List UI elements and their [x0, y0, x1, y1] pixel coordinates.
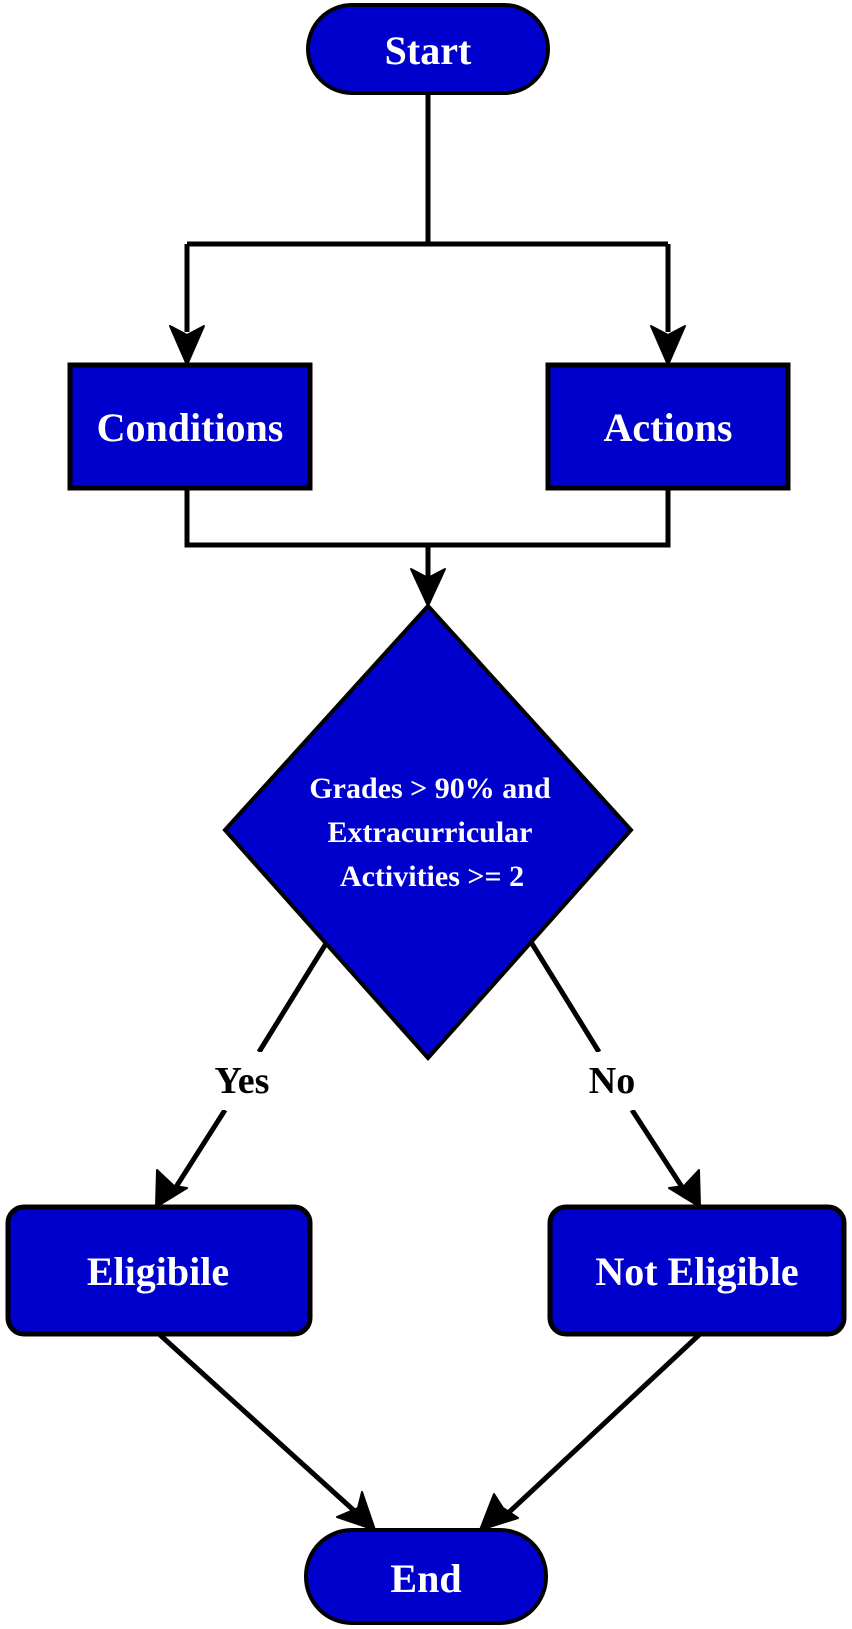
edge-not-eligible-to-end: [503, 1332, 702, 1518]
conditions-process-shape: [67, 362, 313, 491]
arrowhead-to-eligible: [155, 1169, 188, 1208]
decision-line-3: Activities >= 2: [340, 860, 524, 893]
yes-label-bg: [203, 1052, 277, 1110]
edge-no-label-to-not-eligible: [629, 1108, 685, 1189]
arrowheads: [155, 325, 701, 1531]
end-label: End: [390, 1556, 461, 1601]
conditions-label: Conditions: [97, 405, 284, 450]
edge-yes-label-to-eligible: [173, 1108, 228, 1189]
actions-process-shape: [545, 362, 791, 491]
arrowhead-to-end-right: [479, 1493, 519, 1531]
end-terminal-shape: [304, 1528, 548, 1625]
actions-label: Actions: [604, 405, 733, 450]
edge-labels: Yes No: [203, 1052, 642, 1110]
start-label: Start: [385, 28, 472, 73]
eligible-label: Eligibile: [87, 1249, 229, 1294]
decision-diamond-shape: [222, 603, 634, 1062]
edge-decision-to-no-label: [528, 940, 602, 1054]
start-terminal-shape: [306, 3, 550, 95]
yes-label: Yes: [215, 1060, 270, 1102]
no-label-bg: [580, 1052, 642, 1110]
eligible-process-shape: [5, 1204, 313, 1337]
node-eligible[interactable]: Eligibile: [5, 1204, 313, 1337]
edge-conditions-down: [184, 488, 671, 548]
edge-decision-to-yes-label: [256, 940, 330, 1054]
arrowhead-to-not-eligible: [668, 1169, 701, 1208]
arrowhead-to-decision: [410, 568, 446, 607]
decision-line-2: Extracurricular: [328, 816, 533, 849]
not-eligible-label: Not Eligible: [595, 1249, 798, 1294]
not-eligible-process-shape: [547, 1204, 847, 1337]
node-start[interactable]: Start: [306, 3, 550, 95]
arrowhead-to-actions: [650, 325, 686, 366]
edge-eligible-to-end: [157, 1332, 362, 1518]
arrowhead-to-end-left: [336, 1491, 376, 1531]
no-label: No: [589, 1060, 635, 1102]
decision-line-1: Grades > 90% and: [309, 772, 551, 805]
node-end[interactable]: End: [304, 1528, 548, 1625]
edges: [157, 93, 702, 1518]
node-actions[interactable]: Actions: [545, 362, 791, 491]
node-decision[interactable]: Grades > 90% and Extracurricular Activit…: [222, 603, 634, 1062]
arrowhead-to-conditions: [169, 325, 205, 366]
node-not-eligible[interactable]: Not Eligible: [547, 1204, 847, 1337]
node-conditions[interactable]: Conditions: [67, 362, 313, 491]
